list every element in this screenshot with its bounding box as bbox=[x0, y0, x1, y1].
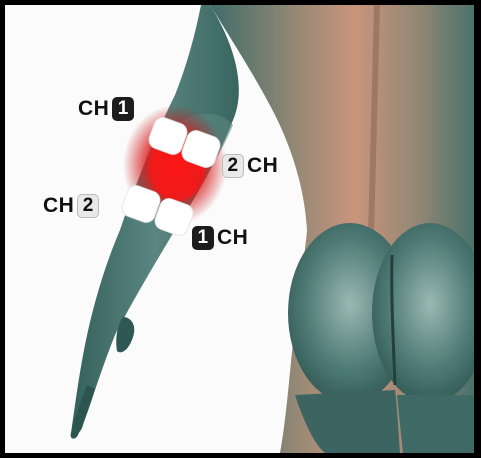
channel-text: CH bbox=[247, 154, 278, 178]
channel-badge: 2 bbox=[77, 194, 99, 218]
channel-text: CH bbox=[78, 97, 109, 121]
channel-text: CH bbox=[217, 226, 248, 250]
channel-badge: 2 bbox=[222, 154, 244, 178]
channel-label-1-bottom: 1 CH bbox=[192, 226, 248, 250]
channel-badge: 1 bbox=[192, 226, 214, 250]
channel-label-1-top: CH 1 bbox=[78, 97, 134, 121]
channel-label-2-left: CH 2 bbox=[43, 194, 99, 218]
channel-text: CH bbox=[43, 194, 74, 218]
figure-canvas: CH 1 2 CH CH 2 1 CH bbox=[5, 5, 474, 453]
channel-label-2-right: 2 CH bbox=[222, 154, 278, 178]
right-thigh bbox=[397, 395, 474, 453]
channel-badge: 1 bbox=[112, 97, 134, 121]
